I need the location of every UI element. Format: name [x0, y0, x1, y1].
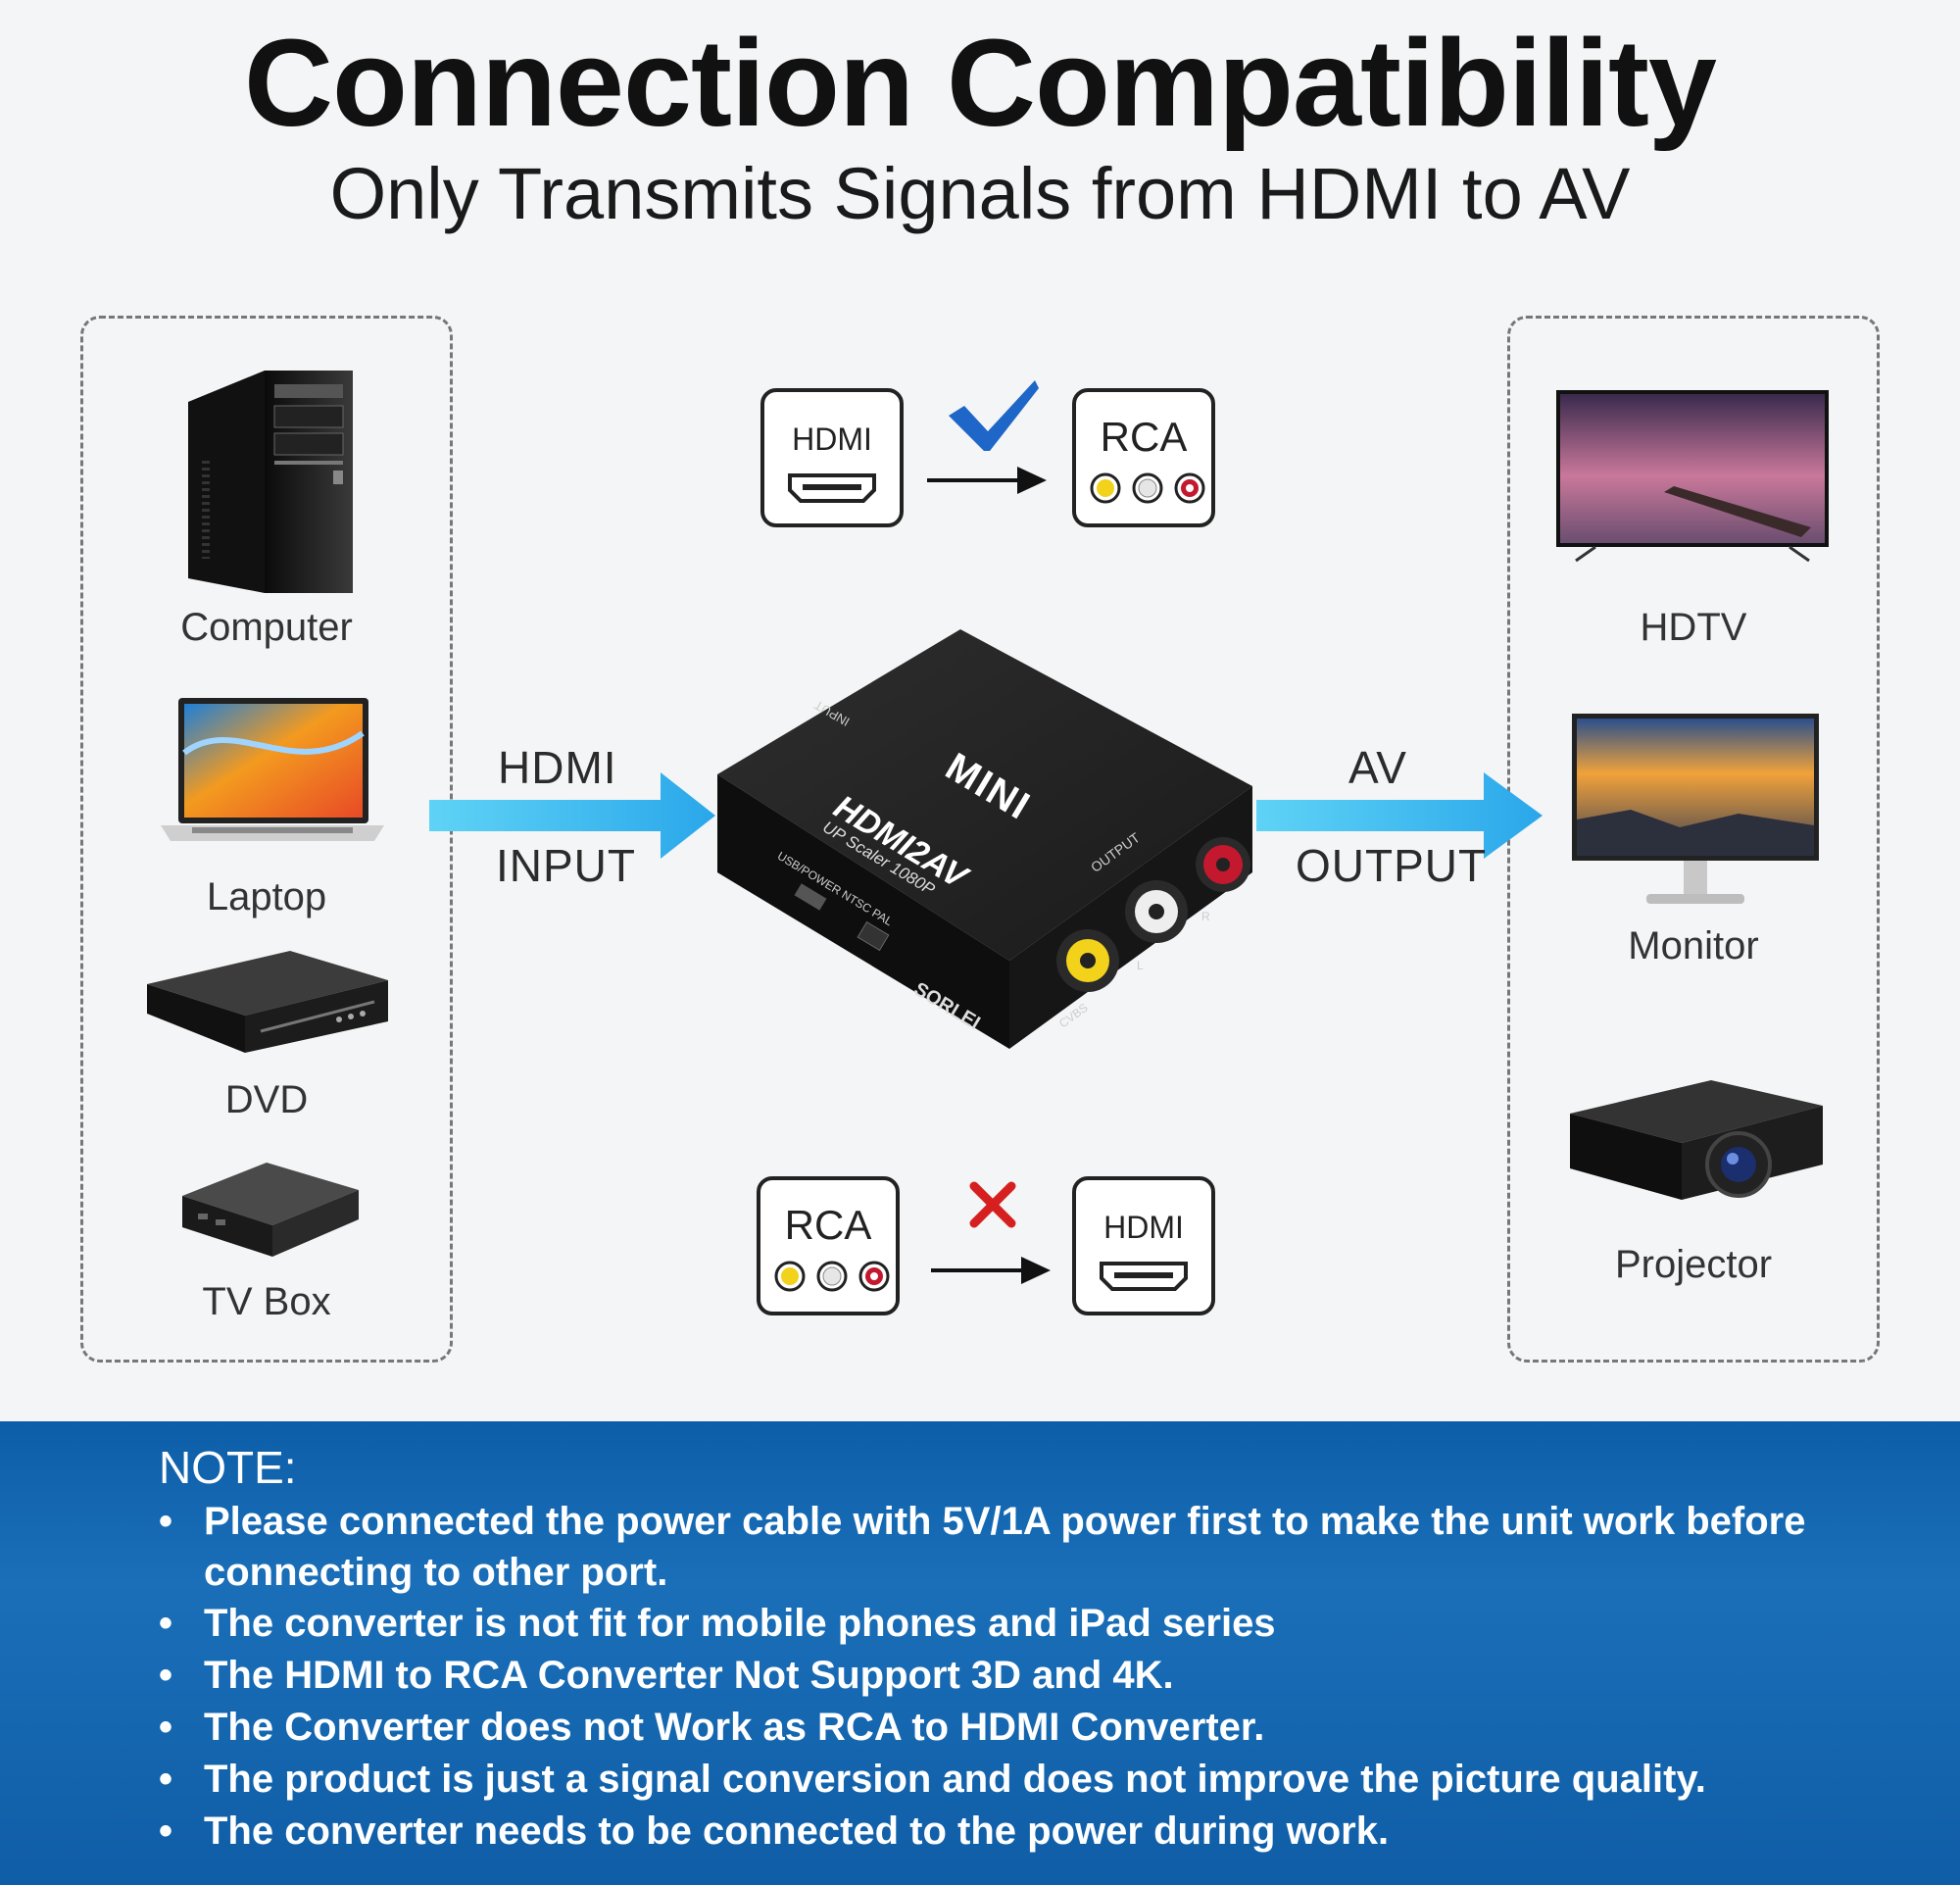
bullet-dot-icon: • [159, 1654, 173, 1697]
device-label-computer: Computer [180, 606, 353, 649]
supported-arrow [927, 467, 1047, 494]
flow-label-hdmi: HDMI [498, 742, 617, 793]
note-item-text: The HDMI to RCA Converter Not Support 3D… [204, 1654, 1174, 1697]
computer-tower-icon [188, 371, 353, 593]
input-arrow [429, 772, 715, 859]
device-label-dvd: DVD [224, 1078, 309, 1121]
output-arrow [1256, 772, 1543, 859]
note-panel [0, 1421, 1960, 1885]
device-label-tv-box: TV Box [202, 1280, 331, 1323]
page-subtitle: Only Transmits Signals from HDMI to AV [329, 153, 1631, 234]
compat-unsupported-to: HDMI [1103, 1210, 1184, 1245]
note-title: NOTE: [159, 1442, 297, 1493]
note-item: • The Converter does not Work as RCA to H… [159, 1702, 1844, 1753]
device-label-laptop: Laptop [206, 875, 327, 918]
device-port-r: R [1201, 910, 1210, 923]
note-item-text: The product is just a signal conversion … [204, 1758, 1706, 1801]
device-port-l: L [1137, 959, 1144, 972]
cross-icon [969, 1181, 1016, 1228]
hdmi-port-icon [1100, 1262, 1188, 1291]
compat-supported-to: RCA [1100, 414, 1188, 460]
laptop-icon [161, 698, 384, 841]
device-label-monitor: Monitor [1628, 924, 1759, 967]
unsupported-arrow [931, 1257, 1051, 1284]
note-item: • The converter is not fit for mobile pho… [159, 1598, 1844, 1649]
projector-icon [1570, 1080, 1823, 1200]
hdtv-icon [1556, 390, 1829, 563]
compat-supported-rca-box: RCA [1072, 388, 1215, 527]
flow-label-av: AV [1348, 742, 1407, 793]
bullet-dot-icon: • [159, 1706, 173, 1749]
input-devices-panel [80, 316, 453, 1363]
dvd-player-icon [147, 951, 388, 1053]
note-item-text: Please connected the power cable with 5V… [204, 1500, 1806, 1594]
flow-label-input: INPUT [496, 840, 636, 891]
converter-device [717, 629, 1252, 1049]
page-title: Connection Compatibility [244, 14, 1717, 152]
bullet-dot-icon: • [159, 1602, 173, 1645]
checkmark-icon [949, 380, 1039, 451]
compat-unsupported-hdmi-box: HDMI [1072, 1176, 1215, 1315]
bullet-dot-icon: • [159, 1500, 173, 1543]
compat-unsupported-rca-box: RCA [757, 1176, 900, 1315]
device-label-hdtv: HDTV [1640, 606, 1747, 649]
monitor-icon [1572, 714, 1819, 904]
compat-supported-from: HDMI [792, 422, 872, 457]
bullet-dot-icon: • [159, 1810, 173, 1853]
note-item: • The HDMI to RCA Converter Not Support 3… [159, 1650, 1844, 1701]
device-label-projector: Projector [1614, 1243, 1773, 1286]
bullet-dot-icon: • [159, 1758, 173, 1801]
note-item: • The converter needs to be connected to … [159, 1806, 1844, 1857]
hdmi-port-icon [788, 473, 876, 503]
note-item: • The product is just a signal conversion… [159, 1754, 1844, 1805]
note-item-text: The Converter does not Work as RCA to HD… [204, 1706, 1265, 1749]
compat-supported-hdmi-box: HDMI [760, 388, 904, 527]
note-item: • Please connected the power cable with 5… [159, 1496, 1844, 1598]
compat-unsupported-from: RCA [784, 1202, 872, 1248]
note-item-text: The converter needs to be connected to t… [204, 1810, 1390, 1853]
rca-jacks-icon [1090, 472, 1205, 504]
rca-jacks-icon [774, 1261, 890, 1292]
flow-label-output: OUTPUT [1296, 840, 1488, 891]
tv-box-icon [182, 1163, 359, 1257]
note-item-text: The converter is not fit for mobile phon… [204, 1602, 1276, 1645]
